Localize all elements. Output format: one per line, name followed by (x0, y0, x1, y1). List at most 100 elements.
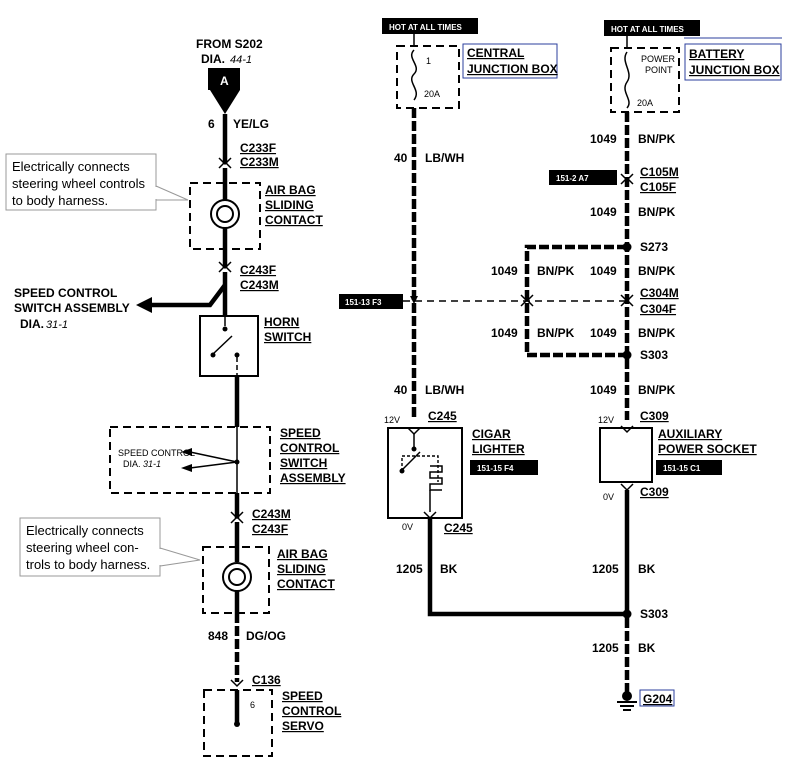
fuse-name-right-2: POINT (645, 65, 673, 75)
wire-1205-color-right-1: BK (638, 562, 656, 576)
callout-top-line3: to body harness. (12, 193, 108, 208)
grid-ref-f3 (339, 294, 403, 309)
g204-label: G204 (643, 692, 673, 706)
from-splice-label: FROM S202 (196, 37, 263, 51)
connector-a-letter: A (220, 74, 229, 88)
speed-dia-prefix: DIA. (20, 317, 44, 331)
speed-inner-dia-ref: 31-1 (143, 459, 161, 469)
grid-ref-f3-text: 151-13 F3 (345, 298, 382, 307)
horn-switch-contact-icon (212, 335, 233, 355)
cigar-switch-icon (401, 451, 421, 471)
wire-848-num: 848 (208, 629, 228, 643)
cigar-12v-label: 12V (384, 415, 400, 425)
aux-label-2: POWER SOCKET (658, 442, 757, 456)
g204-link-box[interactable] (639, 689, 675, 707)
fuse-amp-right: 20A (637, 98, 653, 108)
wire-1049-num-2: 1049 (590, 205, 617, 219)
callout-bottom-line2: steering wheel con- (26, 540, 139, 555)
speed-switch-label-3: SWITCH (280, 456, 327, 470)
callout-bottom: Electrically connects steering wheel con… (19, 517, 201, 577)
wire-1049-color-2: BN/PK (638, 205, 676, 219)
grid-ref-aux (656, 460, 722, 475)
grid-ref-cigar (470, 460, 538, 475)
wire-1049-color-4: BN/PK (638, 326, 676, 340)
wire-1049-loop-color-b: BN/PK (537, 326, 575, 340)
horn-label-1: HORN (264, 315, 299, 329)
c309-top-label: C309 (640, 409, 669, 423)
s303-top-label: S303 (640, 348, 668, 362)
wire-1049-num-3: 1049 (590, 264, 617, 278)
cigar-label-2: LIGHTER (472, 442, 525, 456)
hot-at-all-times-badge-center (382, 18, 478, 34)
airbag-bottom-label-1: AIR BAG (277, 547, 328, 561)
horn-label-2: SWITCH (264, 330, 311, 344)
c243m-bottom-label: C243M (252, 507, 291, 521)
speed-switch-label-2: CONTROL (280, 441, 339, 455)
wire-6-color: YE/LG (233, 117, 269, 131)
wire-1205-color-center: BK (440, 562, 458, 576)
horn-switch-box (199, 315, 259, 377)
fuse-amp-center: 20A (424, 89, 440, 99)
speed-inner-dia-prefix: DIA. (123, 459, 141, 469)
callout-bottom-line3: trols to body harness. (26, 557, 150, 572)
airbag-top-label-2: SLIDING (265, 198, 314, 212)
fuse-number-center: 1 (426, 56, 431, 66)
battery-junction-label-2: JUNCTION BOX (689, 63, 780, 77)
aux-12v-label: 12V (598, 415, 614, 425)
airbag-top-label-3: CONTACT (265, 213, 323, 227)
wire-6-num: 6 (208, 117, 215, 131)
wire-1049-color-5: BN/PK (638, 383, 676, 397)
c243f-top-label: C243F (240, 263, 276, 277)
c233-connector-icon (218, 157, 232, 166)
wire-1049-color-1: BN/PK (638, 132, 676, 146)
left-circuit: FROM S202 DIA. 44-1 A 6 YE/LG C233F C233… (5, 37, 346, 757)
s273-splice-dot (622, 242, 632, 252)
c309-bottom-label: C309 (640, 485, 669, 499)
callout-top-line2: steering wheel controls (12, 176, 145, 191)
speed-dia-ref: 31-1 (46, 319, 68, 331)
aux-label-1: AUXILIARY (658, 427, 722, 441)
battery-junction-link-box[interactable] (684, 43, 782, 81)
central-junction-fuse-box (396, 45, 460, 109)
fuse-icon-right (624, 51, 630, 109)
cigar-0v-label: 0V (402, 522, 413, 532)
c105f-label: C105F (640, 180, 676, 194)
wire-1049-color-3: BN/PK (638, 264, 676, 278)
speed-assembly-label-2: SWITCH ASSEMBLY (14, 301, 130, 315)
servo-pin-label: 6 (250, 700, 255, 710)
grid-ref-aux-text: 151-15 C1 (663, 464, 701, 473)
wire-40-color-bottom: LB/WH (425, 383, 464, 397)
airbag-bottom-label-2: SLIDING (277, 562, 326, 576)
hot-label-center: HOT AT ALL TIMES (389, 23, 463, 32)
center-circuit: HOT AT ALL TIMES 1 20A CENTRAL JUNCTION … (339, 18, 627, 617)
wire-1205-num-right-2: 1205 (592, 641, 619, 655)
wire-1205-num-right-1: 1205 (592, 562, 619, 576)
servo-label-2: CONTROL (282, 704, 341, 718)
central-junction-link-box[interactable] (462, 43, 558, 79)
wire-1049-num-4: 1049 (590, 326, 617, 340)
wire-1205-num-center: 1205 (396, 562, 423, 576)
battery-junction-fuse-box (610, 47, 680, 113)
cigar-lighter-box (387, 427, 463, 519)
right-circuit: HOT AT ALL TIMES POWER POINT 20A BATTERY… (491, 20, 782, 711)
s303-splice-dot (622, 350, 632, 360)
c304m-label: C304M (640, 286, 679, 300)
cigar-label-1: CIGAR (472, 427, 511, 441)
from-dia-prefix: DIA. (201, 52, 225, 66)
speed-switch-label-4: ASSEMBLY (280, 471, 346, 485)
from-dia-ref: 44-1 (230, 54, 252, 66)
fuse-icon-center (411, 49, 417, 101)
c245-top-label: C245 (428, 409, 457, 423)
wire-40-num-top: 40 (394, 151, 408, 165)
grid-ref-a7 (549, 170, 617, 185)
s303-bottom-splice-dot (622, 609, 632, 619)
central-junction-label-1: CENTRAL (467, 46, 524, 60)
c245-bottom-label: C245 (444, 521, 473, 535)
s273-label: S273 (640, 240, 668, 254)
airbag-bottom-label-3: CONTACT (277, 577, 335, 591)
c233m-label: C233M (240, 155, 279, 169)
s303-bottom-label: S303 (640, 607, 668, 621)
wire-1049-num-5: 1049 (590, 383, 617, 397)
c136-label: C136 (252, 673, 281, 687)
